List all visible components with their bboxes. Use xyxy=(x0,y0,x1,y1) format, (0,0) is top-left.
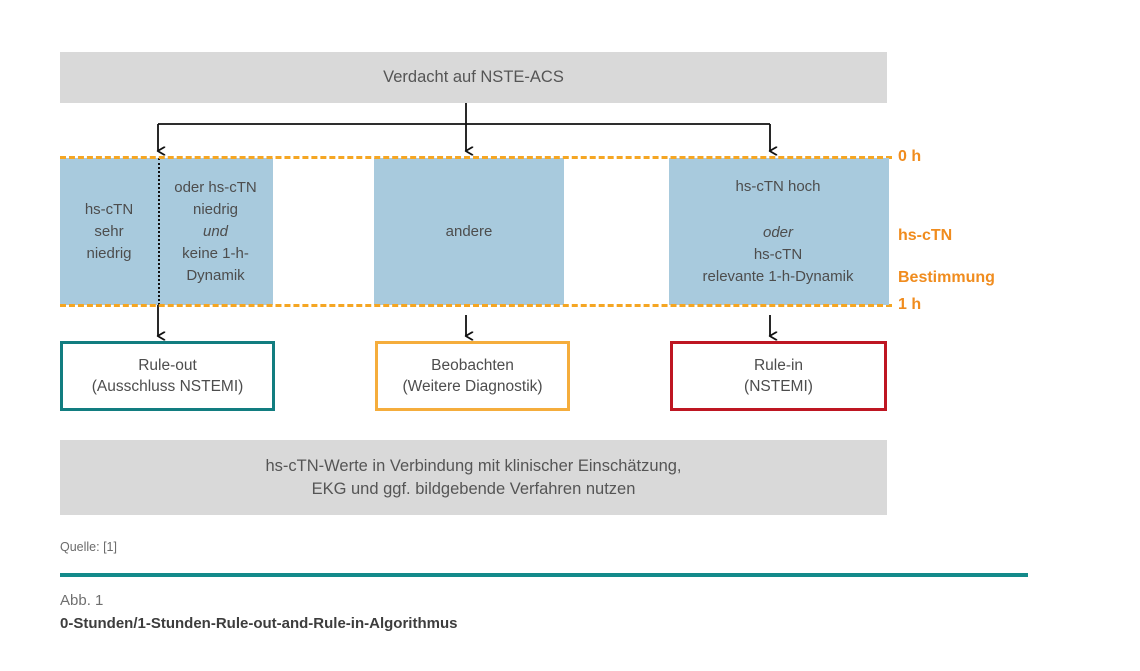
footer-note-line1: hs-cTN-Werte in Verbindung mit klinische… xyxy=(265,456,682,475)
assessment-box-other: andere xyxy=(374,158,564,305)
caption-divider-rule xyxy=(60,573,1028,577)
assessment-band-divider xyxy=(158,158,160,305)
timeline-0h-label: 0 h xyxy=(898,148,922,165)
outcome-box-rule-out: Rule-out (Ausschluss NSTEMI) xyxy=(60,341,275,411)
measurement-label-line2: Bestimmung xyxy=(898,269,995,286)
assessment-box-high: hs-cTN hoch oder hs-cTN relevante 1-h-Dy… xyxy=(669,158,887,305)
rule-in-line1: Rule-in xyxy=(753,357,804,374)
segment-b-line4: Dynamik xyxy=(186,266,245,284)
source-label: Quelle: [1] xyxy=(60,540,117,554)
footer-note-line2: EKG und ggf. bildgebende Verfahren nutze… xyxy=(311,479,636,498)
figure-title: 0-Stunden/1-Stunden-Rule-out-and-Rule-in… xyxy=(60,615,458,632)
timeline-1h-dashed-line xyxy=(60,304,892,307)
measurement-label-line1: hs-cTN xyxy=(898,227,953,244)
assessment-other-label: andere xyxy=(445,222,493,240)
observe-line2: (Weitere Diagnostik) xyxy=(402,378,543,395)
rule-in-line2: (NSTEMI) xyxy=(744,378,813,395)
timeline-1h-label: 1 h xyxy=(898,296,922,313)
assessment-segment-very-low: hs-cTN sehr niedrig xyxy=(84,200,134,262)
segment-b-line3: keine 1-h- xyxy=(182,244,249,262)
rule-out-line2: (Ausschluss NSTEMI) xyxy=(91,378,244,395)
figure-number: Abb. 1 xyxy=(60,592,104,609)
observe-line1: Beobachten xyxy=(431,357,514,374)
suspicion-header-box: Verdacht auf NSTE-ACS xyxy=(60,52,887,103)
timeline-side-bar xyxy=(885,158,889,305)
assessment-high-line2: hs-cTN xyxy=(753,245,803,263)
footer-note-box: hs-cTN-Werte in Verbindung mit klinische… xyxy=(60,440,887,515)
segment-b-line2: niedrig xyxy=(192,200,239,218)
segment-b-line1: oder hs-cTN xyxy=(174,178,257,196)
assessment-segment-low-no-dynamics: oder hs-cTN niedrig und keine 1-h- Dynam… xyxy=(158,158,273,305)
assessment-high-line1: hs-cTN hoch xyxy=(735,177,821,195)
segment-b-italic: und xyxy=(202,222,229,240)
rule-out-line1: Rule-out xyxy=(138,357,197,374)
timeline-measurement-label: hs-cTN Bestimmung xyxy=(898,204,995,288)
assessment-high-italic: oder xyxy=(762,223,794,241)
suspicion-header-label: Verdacht auf NSTE-ACS xyxy=(383,68,564,86)
outcome-box-rule-in: Rule-in (NSTEMI) xyxy=(670,341,887,411)
assessment-left-band: hs-cTN sehr niedrig oder hs-cTN niedrig … xyxy=(60,158,273,305)
timeline-0h-dashed-line xyxy=(60,156,892,159)
outcome-box-observe: Beobachten (Weitere Diagnostik) xyxy=(375,341,570,411)
assessment-high-line3: relevante 1-h-Dynamik xyxy=(702,267,854,285)
